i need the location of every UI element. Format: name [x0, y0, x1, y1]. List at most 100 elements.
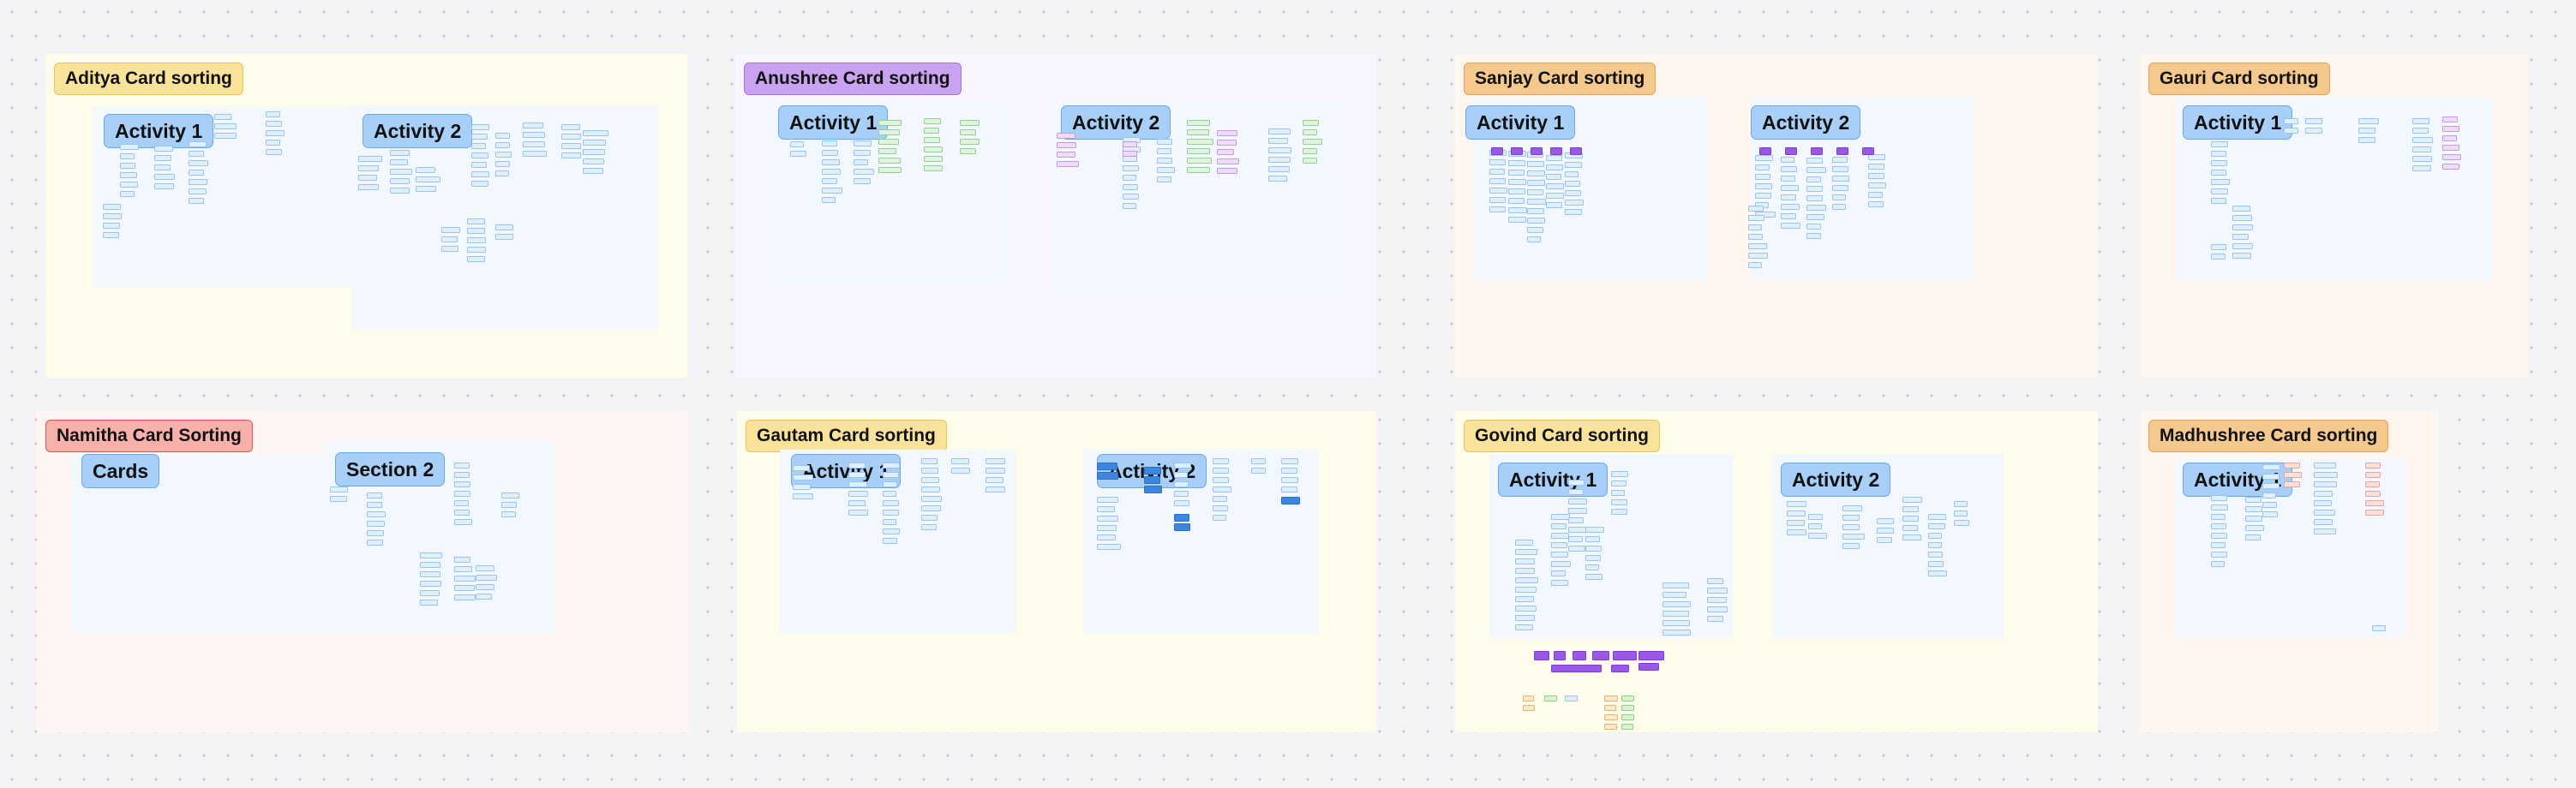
sort-card[interactable] — [471, 124, 489, 130]
sort-card[interactable] — [467, 218, 485, 224]
sort-card[interactable] — [1097, 497, 1118, 503]
sort-card[interactable] — [1662, 620, 1690, 626]
sort-card[interactable] — [1508, 188, 1525, 194]
sort-card[interactable] — [120, 153, 135, 159]
sort-card[interactable] — [790, 141, 804, 147]
sort-card[interactable] — [2314, 481, 2337, 487]
sort-card[interactable] — [1489, 159, 1506, 165]
sort-card[interactable] — [1662, 611, 1689, 617]
sort-card[interactable] — [1174, 500, 1189, 506]
sort-card[interactable] — [2284, 118, 2298, 124]
sort-card[interactable] — [454, 557, 470, 563]
sort-card[interactable] — [883, 481, 897, 487]
sort-card[interactable] — [1811, 147, 1823, 155]
sort-card[interactable] — [120, 182, 138, 188]
sort-card[interactable] — [189, 198, 204, 204]
sort-card[interactable] — [1604, 695, 1618, 701]
sort-card[interactable] — [1868, 201, 1884, 207]
sort-card[interactable] — [476, 575, 497, 581]
sort-card[interactable] — [1902, 506, 1919, 512]
frame-label[interactable]: Activity 2 — [1061, 105, 1171, 140]
sort-card[interactable] — [583, 168, 603, 174]
sort-card[interactable] — [1585, 564, 1599, 570]
frame-label[interactable]: Activity 2 — [362, 114, 473, 149]
sort-card[interactable] — [2245, 525, 2264, 531]
sort-card[interactable] — [103, 204, 121, 210]
sort-card[interactable] — [523, 132, 545, 138]
sort-card[interactable] — [2412, 165, 2431, 171]
sort-card[interactable] — [985, 487, 1005, 493]
sort-card[interactable] — [1611, 509, 1627, 515]
sort-card[interactable] — [790, 151, 806, 157]
sort-card[interactable] — [1604, 724, 1617, 730]
sort-card[interactable] — [1515, 568, 1535, 574]
sort-card[interactable] — [1251, 458, 1266, 464]
sort-card[interactable] — [467, 247, 486, 253]
section-title[interactable]: Govind Card sorting — [1464, 420, 1661, 453]
sort-card[interactable] — [1281, 487, 1297, 493]
sort-card[interactable] — [367, 540, 383, 546]
sort-card[interactable] — [495, 133, 510, 139]
sort-card[interactable] — [103, 213, 122, 219]
sort-card[interactable] — [420, 552, 442, 558]
sort-card[interactable] — [1842, 543, 1860, 549]
sort-card[interactable] — [416, 186, 436, 192]
sort-card[interactable] — [1515, 558, 1535, 564]
sort-card[interactable] — [985, 468, 1005, 474]
sort-card[interactable] — [1868, 192, 1883, 198]
sort-card[interactable] — [367, 502, 382, 508]
sort-card[interactable] — [921, 515, 938, 521]
section-madhushree[interactable]: Madhushree Card sorting Activity 1 — [2140, 411, 2438, 732]
sort-card[interactable] — [2262, 483, 2279, 489]
sort-card[interactable] — [960, 139, 979, 145]
sort-card[interactable] — [1217, 149, 1234, 155]
sort-card[interactable] — [1954, 520, 1969, 526]
sort-card[interactable] — [2314, 500, 2332, 506]
sort-card[interactable] — [1551, 533, 1569, 539]
sort-card[interactable] — [330, 496, 347, 502]
sort-card[interactable] — [2314, 491, 2333, 497]
sort-card[interactable] — [1842, 505, 1862, 511]
sort-card[interactable] — [390, 150, 410, 156]
sort-card[interactable] — [1303, 148, 1317, 154]
sort-card[interactable] — [793, 493, 813, 499]
sort-card[interactable] — [154, 174, 175, 180]
sort-card[interactable] — [1508, 170, 1525, 176]
sort-card[interactable] — [2358, 128, 2375, 134]
sort-card[interactable] — [985, 458, 1005, 464]
sort-card[interactable] — [1781, 204, 1800, 210]
sort-card[interactable] — [2372, 625, 2386, 631]
sort-card[interactable] — [441, 246, 458, 252]
sort-card[interactable] — [1902, 534, 1921, 540]
frame-label[interactable]: Activity 1 — [791, 454, 902, 489]
sort-card[interactable] — [1806, 214, 1824, 220]
sort-card[interactable] — [854, 140, 872, 146]
sort-card[interactable] — [822, 150, 838, 156]
sort-card[interactable] — [2211, 188, 2228, 194]
sort-card[interactable] — [2232, 243, 2253, 249]
sort-card[interactable] — [1781, 185, 1799, 191]
sort-card[interactable] — [1748, 224, 1762, 230]
sort-card[interactable] — [1523, 705, 1535, 711]
flow-node[interactable] — [1554, 651, 1566, 660]
sort-card[interactable] — [921, 458, 938, 464]
sort-card[interactable] — [2284, 481, 2300, 487]
sort-card[interactable] — [1213, 468, 1229, 474]
sort-card[interactable] — [476, 584, 494, 590]
sort-card[interactable] — [1123, 165, 1139, 171]
sort-card[interactable] — [960, 148, 976, 154]
sort-card[interactable] — [1157, 167, 1175, 173]
sort-card[interactable] — [2245, 534, 2261, 540]
sort-card[interactable] — [1546, 155, 1562, 161]
sort-card[interactable] — [1755, 183, 1772, 189]
sort-card[interactable] — [1787, 520, 1805, 526]
sort-card[interactable] — [1303, 158, 1317, 164]
sort-card[interactable] — [1546, 183, 1564, 189]
sort-card[interactable] — [1565, 200, 1584, 206]
sort-card[interactable] — [2284, 463, 2300, 469]
sort-card[interactable] — [1057, 142, 1076, 148]
sort-card[interactable] — [1213, 515, 1226, 521]
sort-card[interactable] — [120, 144, 139, 150]
sort-card[interactable] — [1662, 582, 1689, 588]
sort-card[interactable] — [1570, 147, 1582, 155]
